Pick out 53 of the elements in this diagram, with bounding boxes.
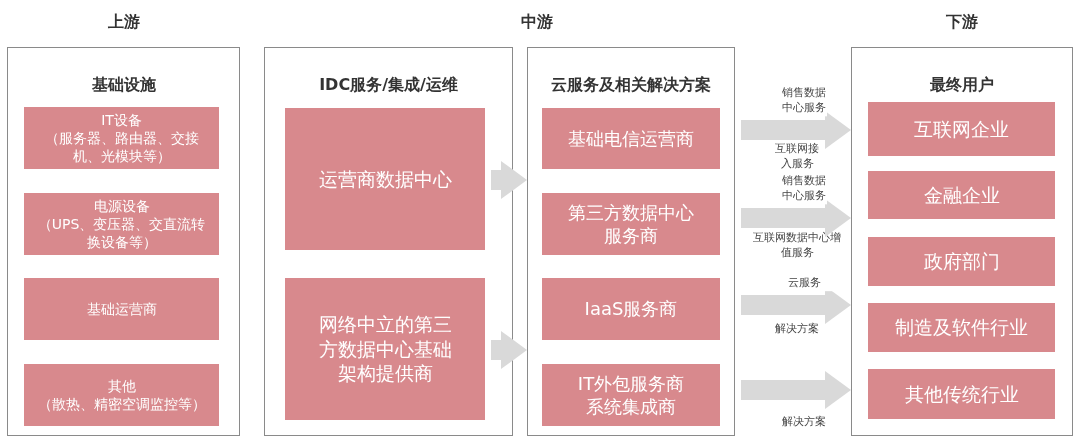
arrow-note: 互联网接入服务	[774, 142, 820, 172]
category-box	[24, 193, 219, 255]
box-text: IT设备	[101, 110, 142, 129]
box-text: 其他传统行业	[904, 381, 1019, 407]
box-text: 第三方数据中心服务商	[567, 200, 695, 248]
edge-label: 销售数据中心服务	[781, 86, 827, 116]
category-box	[285, 278, 485, 420]
column-panel	[264, 47, 513, 436]
box-text: 政府部门	[923, 249, 1000, 274]
category-box	[24, 364, 219, 426]
box-text: 制造及软件行业	[895, 315, 1028, 340]
box-text: 电源设备	[93, 196, 150, 215]
panel-title: 基础设施	[90, 75, 157, 96]
category-box	[24, 278, 219, 340]
box-text: 基础电信运营商	[568, 126, 694, 151]
box-text: 系统集成商	[586, 395, 676, 419]
category-box	[868, 102, 1055, 156]
column-panel	[527, 47, 735, 436]
box-text: IaaS服务商	[584, 297, 678, 321]
edge-label: 销售数据中心服务	[781, 174, 827, 204]
box-text: IT外包服务商	[577, 371, 685, 395]
category-box	[542, 108, 720, 169]
box-text: 其他	[107, 376, 136, 395]
panel-title: 最终用户	[929, 75, 995, 96]
category-box	[285, 108, 485, 250]
block-arrow	[741, 371, 851, 409]
arrow-note: 互联网数据中心增值服务	[752, 231, 842, 261]
block-arrow	[491, 331, 527, 369]
category-box	[542, 278, 720, 340]
panel-title: 云服务及相关解决方案	[550, 75, 712, 96]
box-text: （散热、精密空调监控等）	[37, 395, 206, 414]
category-box	[868, 171, 1055, 219]
box-text: 互联网企业	[914, 116, 1009, 142]
category-box	[24, 107, 219, 169]
block-arrow	[741, 111, 851, 149]
block-arrow	[741, 199, 851, 237]
box-text: 网络中立的第三方数据中心基础架构提供商	[317, 311, 453, 387]
block-arrow	[491, 161, 527, 199]
stage-heading: 中游	[521, 11, 553, 33]
column-heading: 下游	[945, 12, 979, 33]
box-text: 金融企业	[923, 182, 1000, 208]
category-box	[868, 369, 1055, 419]
arrow-note: 解决方案	[775, 321, 819, 337]
box-text: 基础运营商	[86, 299, 157, 319]
column-heading: 上游	[106, 12, 141, 33]
box-text: 运营商数据中心	[318, 166, 452, 192]
box-text: （服务器、路由器、交接机、光模块等）	[43, 128, 200, 166]
category-box	[868, 303, 1055, 352]
category-box	[868, 237, 1055, 286]
panel-title: IDC服务/集成/运维	[318, 75, 459, 96]
category-box	[542, 193, 720, 255]
box-text: （UPS、变压器、交直流转换设备等）	[36, 214, 207, 252]
category-box	[542, 364, 720, 426]
